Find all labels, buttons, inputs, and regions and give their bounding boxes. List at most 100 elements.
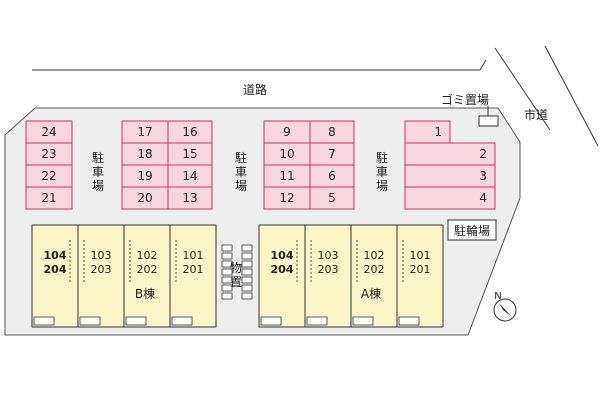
road-label: 道路	[243, 82, 267, 97]
storage-shed-left-6	[221, 292, 233, 300]
storage-shed-left-0	[221, 244, 233, 252]
unit-entrance-103	[306, 316, 328, 326]
unit-number-101: 101	[410, 249, 431, 262]
garbage-label: ゴミ置場	[441, 92, 489, 107]
parking-label-1-char-2: 場	[92, 179, 104, 193]
unit-number-102: 102	[137, 249, 158, 262]
parking-stall-number-1: 1	[434, 125, 442, 139]
parking-label-2: 駐 車 場	[235, 150, 247, 193]
parking-stall-number-5: 5	[328, 191, 336, 205]
parking-stall-number-2: 2	[479, 147, 487, 161]
parking-label-1-char-1: 車	[92, 165, 104, 179]
unit-entrance-104	[260, 316, 282, 326]
storage-shed-right-3	[241, 268, 253, 276]
parking-stall-number-12: 12	[279, 191, 294, 205]
storage-shed-right-1	[241, 252, 253, 260]
storage-shed-right-5	[241, 284, 253, 292]
parking-stall-number-19: 19	[137, 169, 152, 183]
parking-stall-number-23: 23	[41, 147, 56, 161]
parking-label-3: 駐 車 場	[376, 150, 388, 193]
parking-label-2-char-2: 場	[235, 179, 247, 193]
parking-stall-number-6: 6	[328, 169, 336, 183]
parking-stall-number-17: 17	[137, 125, 152, 139]
storage-shed-left-4	[221, 276, 233, 284]
parking-label-2-char-1: 車	[235, 165, 247, 179]
storage-shed-left-1	[221, 252, 233, 260]
storage-shed-right-6	[241, 292, 253, 300]
unit-number-204: 204	[44, 263, 67, 276]
parking-stall-number-18: 18	[137, 147, 152, 161]
parking-stall-number-14: 14	[182, 169, 197, 183]
unit-102	[350, 224, 398, 328]
unit-entrance-103	[79, 316, 101, 326]
parking-label-2-char-0: 駐	[235, 150, 247, 165]
parking-stall-number-9: 9	[283, 125, 291, 139]
parking-stall-4	[404, 186, 496, 210]
city-road-line-1	[494, 47, 551, 131]
parking-stall-number-11: 11	[279, 169, 294, 183]
unit-104	[31, 224, 79, 328]
parking-stall-number-10: 10	[279, 147, 294, 161]
parking-stall-1	[404, 120, 451, 144]
parking-stall-number-22: 22	[41, 169, 56, 183]
parking-stall-number-13: 13	[182, 191, 197, 205]
garbage-box	[478, 115, 499, 127]
parking-stall-5	[309, 186, 355, 210]
unit-entrance-102	[352, 316, 374, 326]
unit-101	[169, 224, 217, 328]
unit-103	[304, 224, 352, 328]
unit-entrance-104	[33, 316, 55, 326]
unit-103	[77, 224, 125, 328]
unit-number-203: 203	[91, 263, 112, 276]
bicycle-parking-label: 駐輪場	[454, 223, 490, 238]
parking-stall-number-16: 16	[182, 125, 197, 139]
parking-stall-number-4: 4	[479, 191, 487, 205]
unit-number-104: 104	[44, 249, 67, 262]
unit-102	[123, 224, 171, 328]
parking-stall-number-15: 15	[182, 147, 197, 161]
city-road-line-2	[544, 45, 599, 147]
city-road-label: 市道	[524, 107, 548, 122]
parking-stall-13	[167, 186, 213, 210]
parking-stall-number-7: 7	[328, 147, 336, 161]
storage-label-char-0: 物	[230, 261, 242, 275]
storage-label-char-1: 置	[230, 275, 242, 289]
unit-number-204: 204	[271, 263, 294, 276]
unit-number-202: 202	[137, 263, 158, 276]
parking-label-3-char-0: 駐	[376, 150, 388, 165]
unit-number-103: 103	[318, 249, 339, 262]
compass-icon: N	[493, 291, 517, 322]
parking-stall-number-24: 24	[41, 125, 56, 139]
unit-number-203: 203	[318, 263, 339, 276]
parking-label-1-char-0: 駐	[92, 150, 104, 165]
compass-label: N	[494, 291, 501, 302]
unit-number-201: 201	[183, 263, 204, 276]
building-b-label: B棟	[135, 286, 155, 301]
road-line-end	[479, 59, 487, 71]
storage-shed-right-2	[241, 260, 253, 268]
parking-label-3-char-1: 車	[376, 165, 388, 179]
parking-stall-number-3: 3	[479, 169, 487, 183]
unit-number-104: 104	[271, 249, 294, 262]
unit-number-202: 202	[364, 263, 385, 276]
unit-number-103: 103	[91, 249, 112, 262]
parking-label-3-char-2: 場	[376, 179, 388, 193]
unit-entrance-101	[398, 316, 420, 326]
storage-shed-left-5	[221, 284, 233, 292]
storage-sheds	[221, 244, 253, 300]
unit-104	[258, 224, 306, 328]
storage-shed-left-2	[221, 260, 233, 268]
unit-number-101: 101	[183, 249, 204, 262]
storage-shed-right-0	[241, 244, 253, 252]
unit-entrance-102	[125, 316, 147, 326]
unit-number-201: 201	[410, 263, 431, 276]
parking-stall-number-20: 20	[137, 191, 152, 205]
storage-shed-left-3	[221, 268, 233, 276]
parking-stall-21	[25, 186, 73, 210]
unit-number-102: 102	[364, 249, 385, 262]
parking-stall-number-21: 21	[41, 191, 56, 205]
